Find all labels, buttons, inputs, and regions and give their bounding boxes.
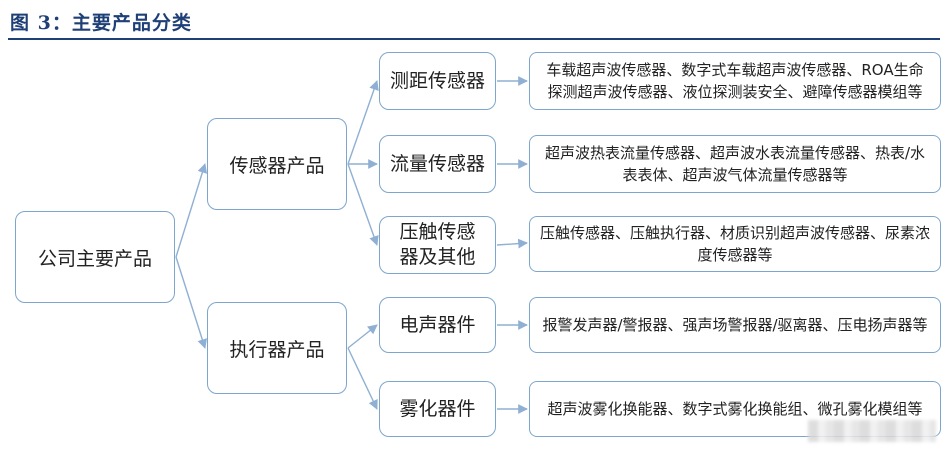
arrow-root-to-sensor [175, 163, 208, 258]
item-ranging-sensor: 测距传感器 [379, 52, 496, 110]
title-divider [8, 38, 940, 40]
arrow-pressure-to-desc [496, 238, 528, 249]
item-pressure-sensor: 压触传感器及其他 [379, 216, 496, 274]
item-flow-sensor: 流量传感器 [379, 135, 496, 193]
desc-electroacoustic-device: 报警发声器/警报器、强声场警报器/驱离器、压电扬声器等 [529, 297, 941, 353]
arrow-root-to-actuator [175, 256, 207, 349]
arrow-actuator-to-atomizer [347, 347, 378, 410]
arrow-actuator-to-acoustic [347, 324, 378, 349]
item-electroacoustic-device: 电声器件 [379, 297, 496, 353]
category-sensor-products: 传感器产品 [207, 118, 347, 210]
item-atomizer-device: 雾化器件 [379, 381, 496, 437]
blurred-watermark [808, 420, 936, 442]
desc-flow-sensor: 超声波热表流量传感器、超声波水表流量传感器、热表/水表表体、超声波气体流量传感器… [529, 135, 941, 193]
arrow-sensor-to-pressure [347, 163, 379, 246]
category-actuator-products: 执行器产品 [207, 302, 347, 394]
desc-ranging-sensor: 车载超声波传感器、数字式车载超声波传感器、ROA生命探测超声波传感器、液位探测装… [529, 52, 941, 110]
arrow-sensor-to-ranging [347, 80, 379, 165]
root-node: 公司主要产品 [15, 211, 175, 303]
desc-pressure-sensor: 压触传感器、压触执行器、材质识别超声波传感器、尿素浓度传感器等 [529, 216, 941, 272]
figure-title: 图 3：主要产品分类 [10, 12, 192, 34]
